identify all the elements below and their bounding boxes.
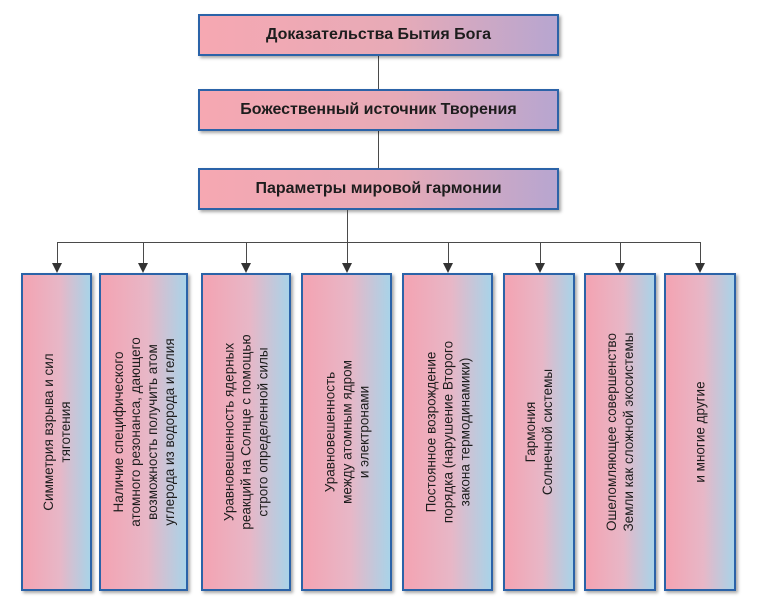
branch-drop-8 [700, 242, 701, 264]
source-box: Божественный источник Творения [198, 89, 559, 131]
connector-source-harmony [378, 131, 379, 168]
evidence-text-5: Постоянное возрождение порядка (нарушени… [423, 340, 472, 524]
branch-bar [57, 242, 700, 243]
branch-drop-1 [57, 242, 58, 264]
title-box: Доказательства Бытия Бога [198, 14, 559, 56]
connector-harmony-branch [347, 210, 348, 242]
arrow-down-icon [138, 263, 148, 273]
evidence-text-7: Ошеломляющее совершенство Земли как слож… [604, 332, 636, 532]
evidence-text-8: и многие другие [692, 381, 708, 483]
harmony-box: Параметры мировой гармонии [198, 168, 559, 210]
arrow-down-icon [535, 263, 545, 273]
branch-drop-5 [448, 242, 449, 264]
branch-drop-2 [143, 242, 144, 264]
arrow-down-icon [695, 263, 705, 273]
branch-drop-7 [620, 242, 621, 264]
source-text: Божественный источник Творения [240, 101, 517, 118]
branch-drop-6 [540, 242, 541, 264]
harmony-text: Параметры мировой гармонии [255, 180, 502, 197]
connector-title-source [378, 56, 379, 89]
evidence-text-6: Гармония Солнечной системы [523, 368, 555, 496]
evidence-text-3: Уравновешенность ядерных реакций на Солн… [221, 334, 271, 530]
evidence-box-8: и многие другие [664, 273, 736, 591]
evidence-text-2: Наличие специфического атомного резонанс… [110, 337, 177, 527]
evidence-box-7: Ошеломляющее совершенство Земли как слож… [584, 273, 656, 591]
branch-drop-3 [246, 242, 247, 264]
evidence-box-4: Уравновешенность между атомным ядром и э… [301, 273, 392, 591]
arrow-down-icon [241, 263, 251, 273]
branch-drop-4 [347, 242, 348, 264]
evidence-box-5: Постоянное возрождение порядка (нарушени… [402, 273, 493, 591]
evidence-box-6: Гармония Солнечной системы [503, 273, 575, 591]
evidence-text-4: Уравновешенность между атомным ядром и э… [322, 360, 371, 504]
arrow-down-icon [615, 263, 625, 273]
evidence-box-2: Наличие специфического атомного резонанс… [99, 273, 188, 591]
evidence-box-1: Симметрия взрыва и сил тяготения [21, 273, 92, 591]
arrow-down-icon [443, 263, 453, 273]
arrow-down-icon [342, 263, 352, 273]
evidence-box-3: Уравновешенность ядерных реакций на Солн… [201, 273, 291, 591]
title-text: Доказательства Бытия Бога [266, 26, 491, 43]
evidence-text-1: Симметрия взрыва и сил тяготения [40, 353, 73, 511]
arrow-down-icon [52, 263, 62, 273]
